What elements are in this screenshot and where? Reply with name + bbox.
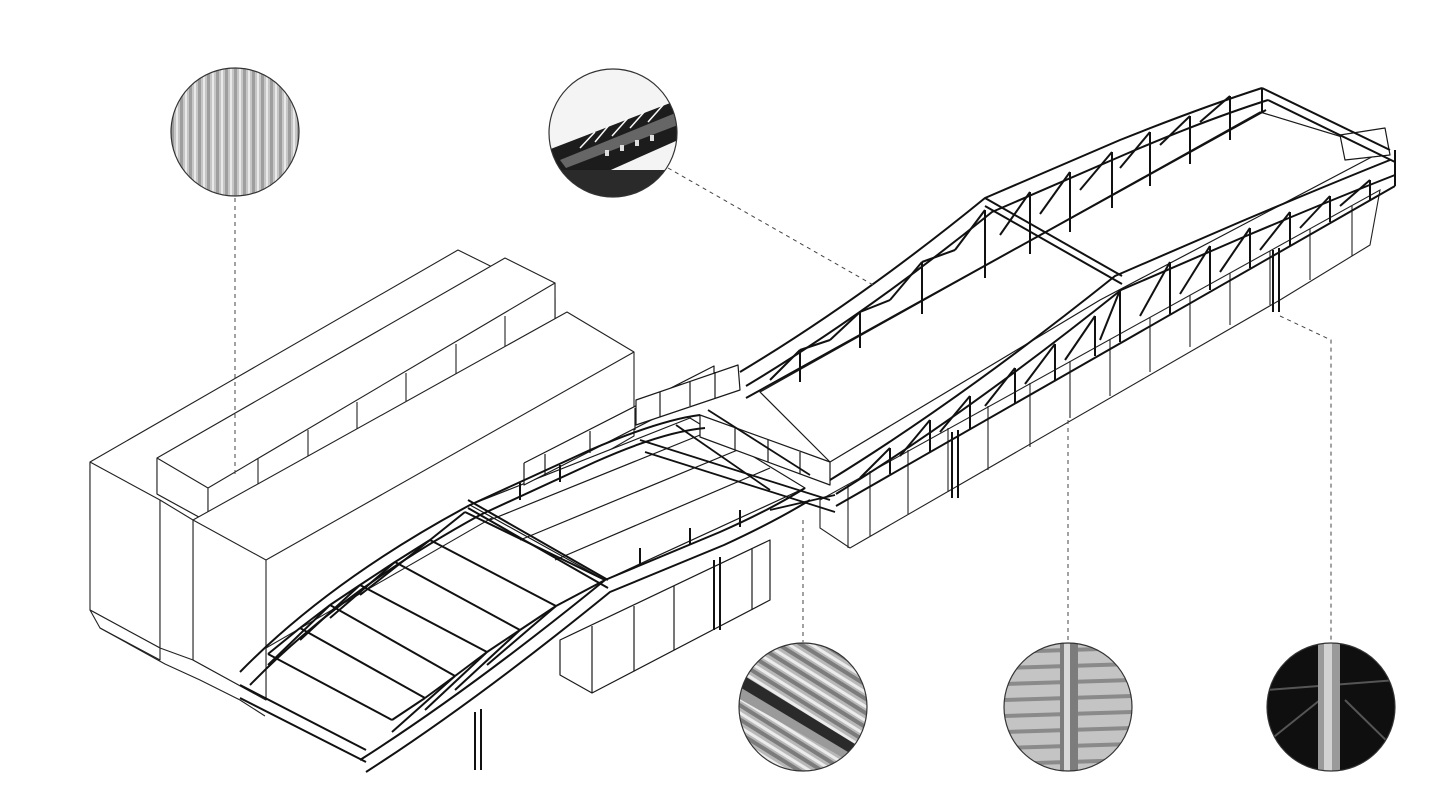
- existing-buildings: [89, 249, 635, 717]
- column-dark-detail-icon: [1266, 642, 1396, 772]
- corrugated-cladding-detail-icon: [170, 67, 300, 197]
- junction-framing: [639, 409, 836, 513]
- column-cladding-detail-icon: [1003, 642, 1133, 772]
- purlin-detail-icon: [738, 642, 868, 772]
- roof-truss-photo-icon: [548, 68, 678, 198]
- upper-truss-frame: [739, 87, 1396, 507]
- leader-lines: [234, 167, 1332, 642]
- lower-truss-frame: [239, 414, 811, 773]
